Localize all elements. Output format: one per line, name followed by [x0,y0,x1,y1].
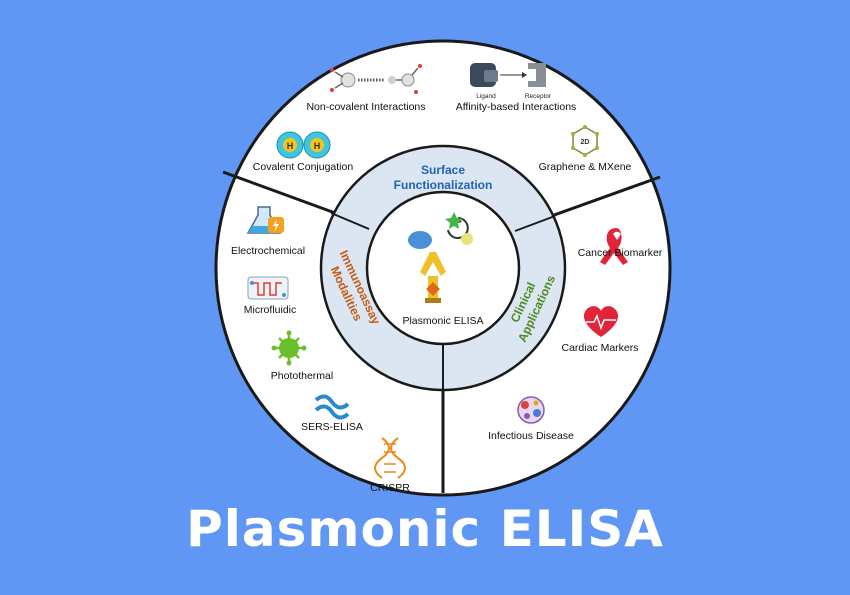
item-infectious: Infectious Disease [488,430,574,442]
photothermal-icon [271,330,307,366]
ligand-label: Ligand [476,93,496,100]
center-label: Plasmonic ELISA [402,315,483,327]
item-sers: SERS-ELISA [301,421,363,433]
affinity-icon [470,63,546,87]
item-noncovalent: Non-covalent Interactions [306,101,425,113]
svg-text:H: H [314,141,321,151]
section-surface-title-2: Functionalization [394,178,493,192]
svg-text:H: H [287,141,294,151]
item-photothermal: Photothermal [271,370,333,382]
graphene-icon: 2D [571,125,599,157]
item-affinity: Affinity-based Interactions [456,101,577,113]
item-graphene: Graphene & MXene [539,161,632,173]
section-surface-title: Surface [421,163,465,177]
page-title: Plasmonic ELISA [186,500,664,558]
receptor-label: Receptor [525,93,552,100]
electrochemical-icon [246,206,284,234]
item-covalent: Covalent Conjugation [253,161,354,173]
ring-divider-right [514,215,556,232]
item-microfluidic: Microfluidic [244,304,297,316]
item-cardiac: Cardiac Markers [561,342,638,354]
plasmonic-elisa-icon [408,212,473,303]
ribbon-icon [600,228,628,265]
covalent-icon: H H [276,131,331,159]
circular-diagram: Plasmonic ELISA Surface Functionalizatio… [214,39,672,497]
virus-icon [517,396,545,424]
sers-icon [314,394,350,420]
crispr-icon [374,437,406,479]
ring-divider-left [330,212,370,230]
microfluidic-icon [247,276,289,300]
heart-icon [583,306,619,337]
item-electrochemical: Electrochemical [231,245,305,257]
item-cancer: Cancer Biomarker [578,247,663,259]
svg-text:2D: 2D [581,139,590,146]
item-crispr: CRISPR [370,482,410,494]
noncovalent-icon [330,64,422,94]
